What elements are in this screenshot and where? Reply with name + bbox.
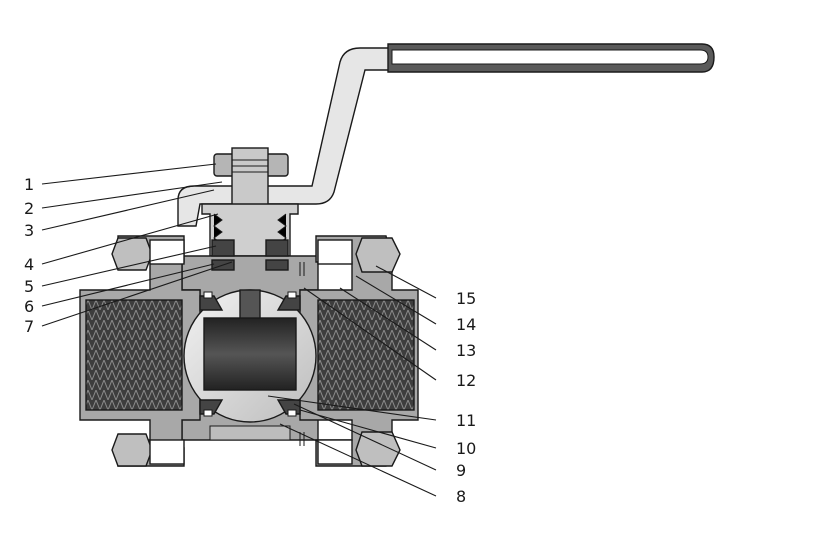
left-thread <box>85 299 183 411</box>
left-end-cap <box>79 235 201 467</box>
label-12: 12 <box>456 371 476 390</box>
label-6: 6 <box>24 297 34 316</box>
label-13: 13 <box>456 341 476 360</box>
handle <box>177 43 715 227</box>
label-15: 15 <box>456 289 476 308</box>
label-14: 14 <box>456 315 476 334</box>
label-11: 11 <box>456 411 476 430</box>
leader-lines <box>41 163 437 497</box>
part-labels: 1 2 3 4 5 6 7 8 9 10 11 12 13 14 15 <box>24 175 476 506</box>
ball <box>183 289 317 423</box>
thrust-washer-right <box>265 259 289 271</box>
right-thread <box>317 299 415 411</box>
packing-right <box>265 239 289 257</box>
label-3: 3 <box>24 221 34 240</box>
stem-tang <box>239 289 261 319</box>
label-10: 10 <box>456 439 476 458</box>
label-9: 9 <box>456 461 466 480</box>
right-end-cap <box>299 235 419 467</box>
label-5: 5 <box>24 277 34 296</box>
seats <box>199 291 301 417</box>
label-7: 7 <box>24 317 34 336</box>
packing-left <box>211 239 235 257</box>
label-2: 2 <box>24 199 34 218</box>
label-4: 4 <box>24 255 34 274</box>
label-1: 1 <box>24 175 34 194</box>
label-8: 8 <box>456 487 466 506</box>
ball-bore <box>203 317 297 391</box>
